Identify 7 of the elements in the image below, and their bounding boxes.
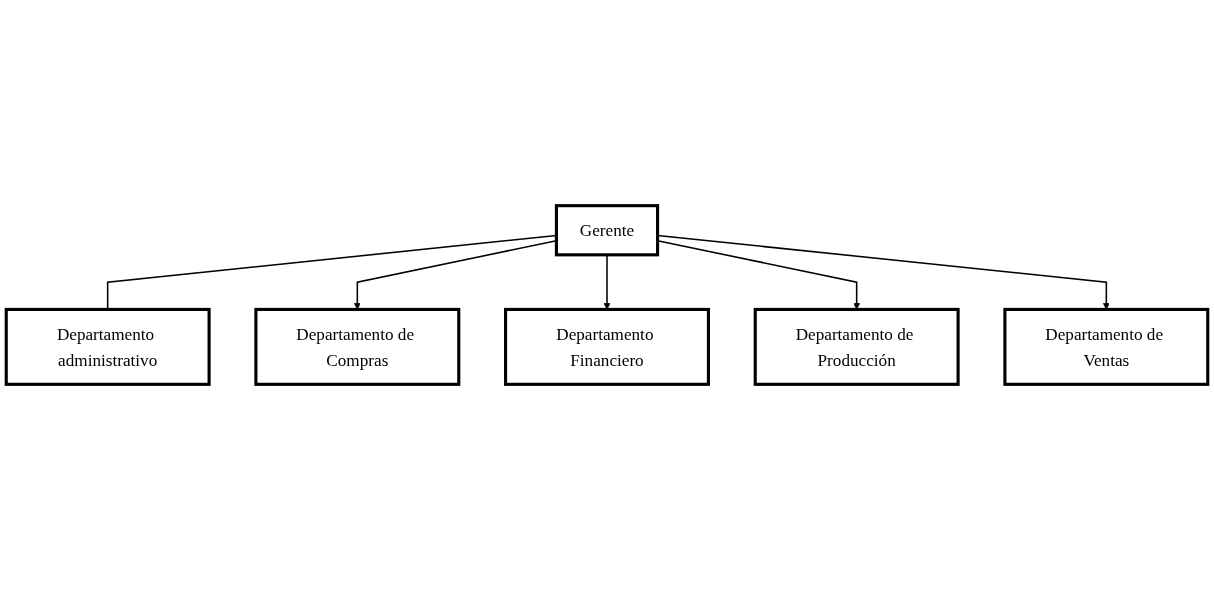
node-box: Departamento de Producción bbox=[753, 307, 960, 386]
node-box: Departamento de Ventas bbox=[1003, 307, 1210, 386]
node-box: Departamento de Compras bbox=[254, 307, 461, 386]
arrow bbox=[603, 254, 611, 310]
node-box: Departamento Financiero bbox=[504, 307, 710, 386]
node-box: Gerente bbox=[554, 204, 660, 257]
node-box: Departamento administrativo bbox=[4, 307, 211, 386]
